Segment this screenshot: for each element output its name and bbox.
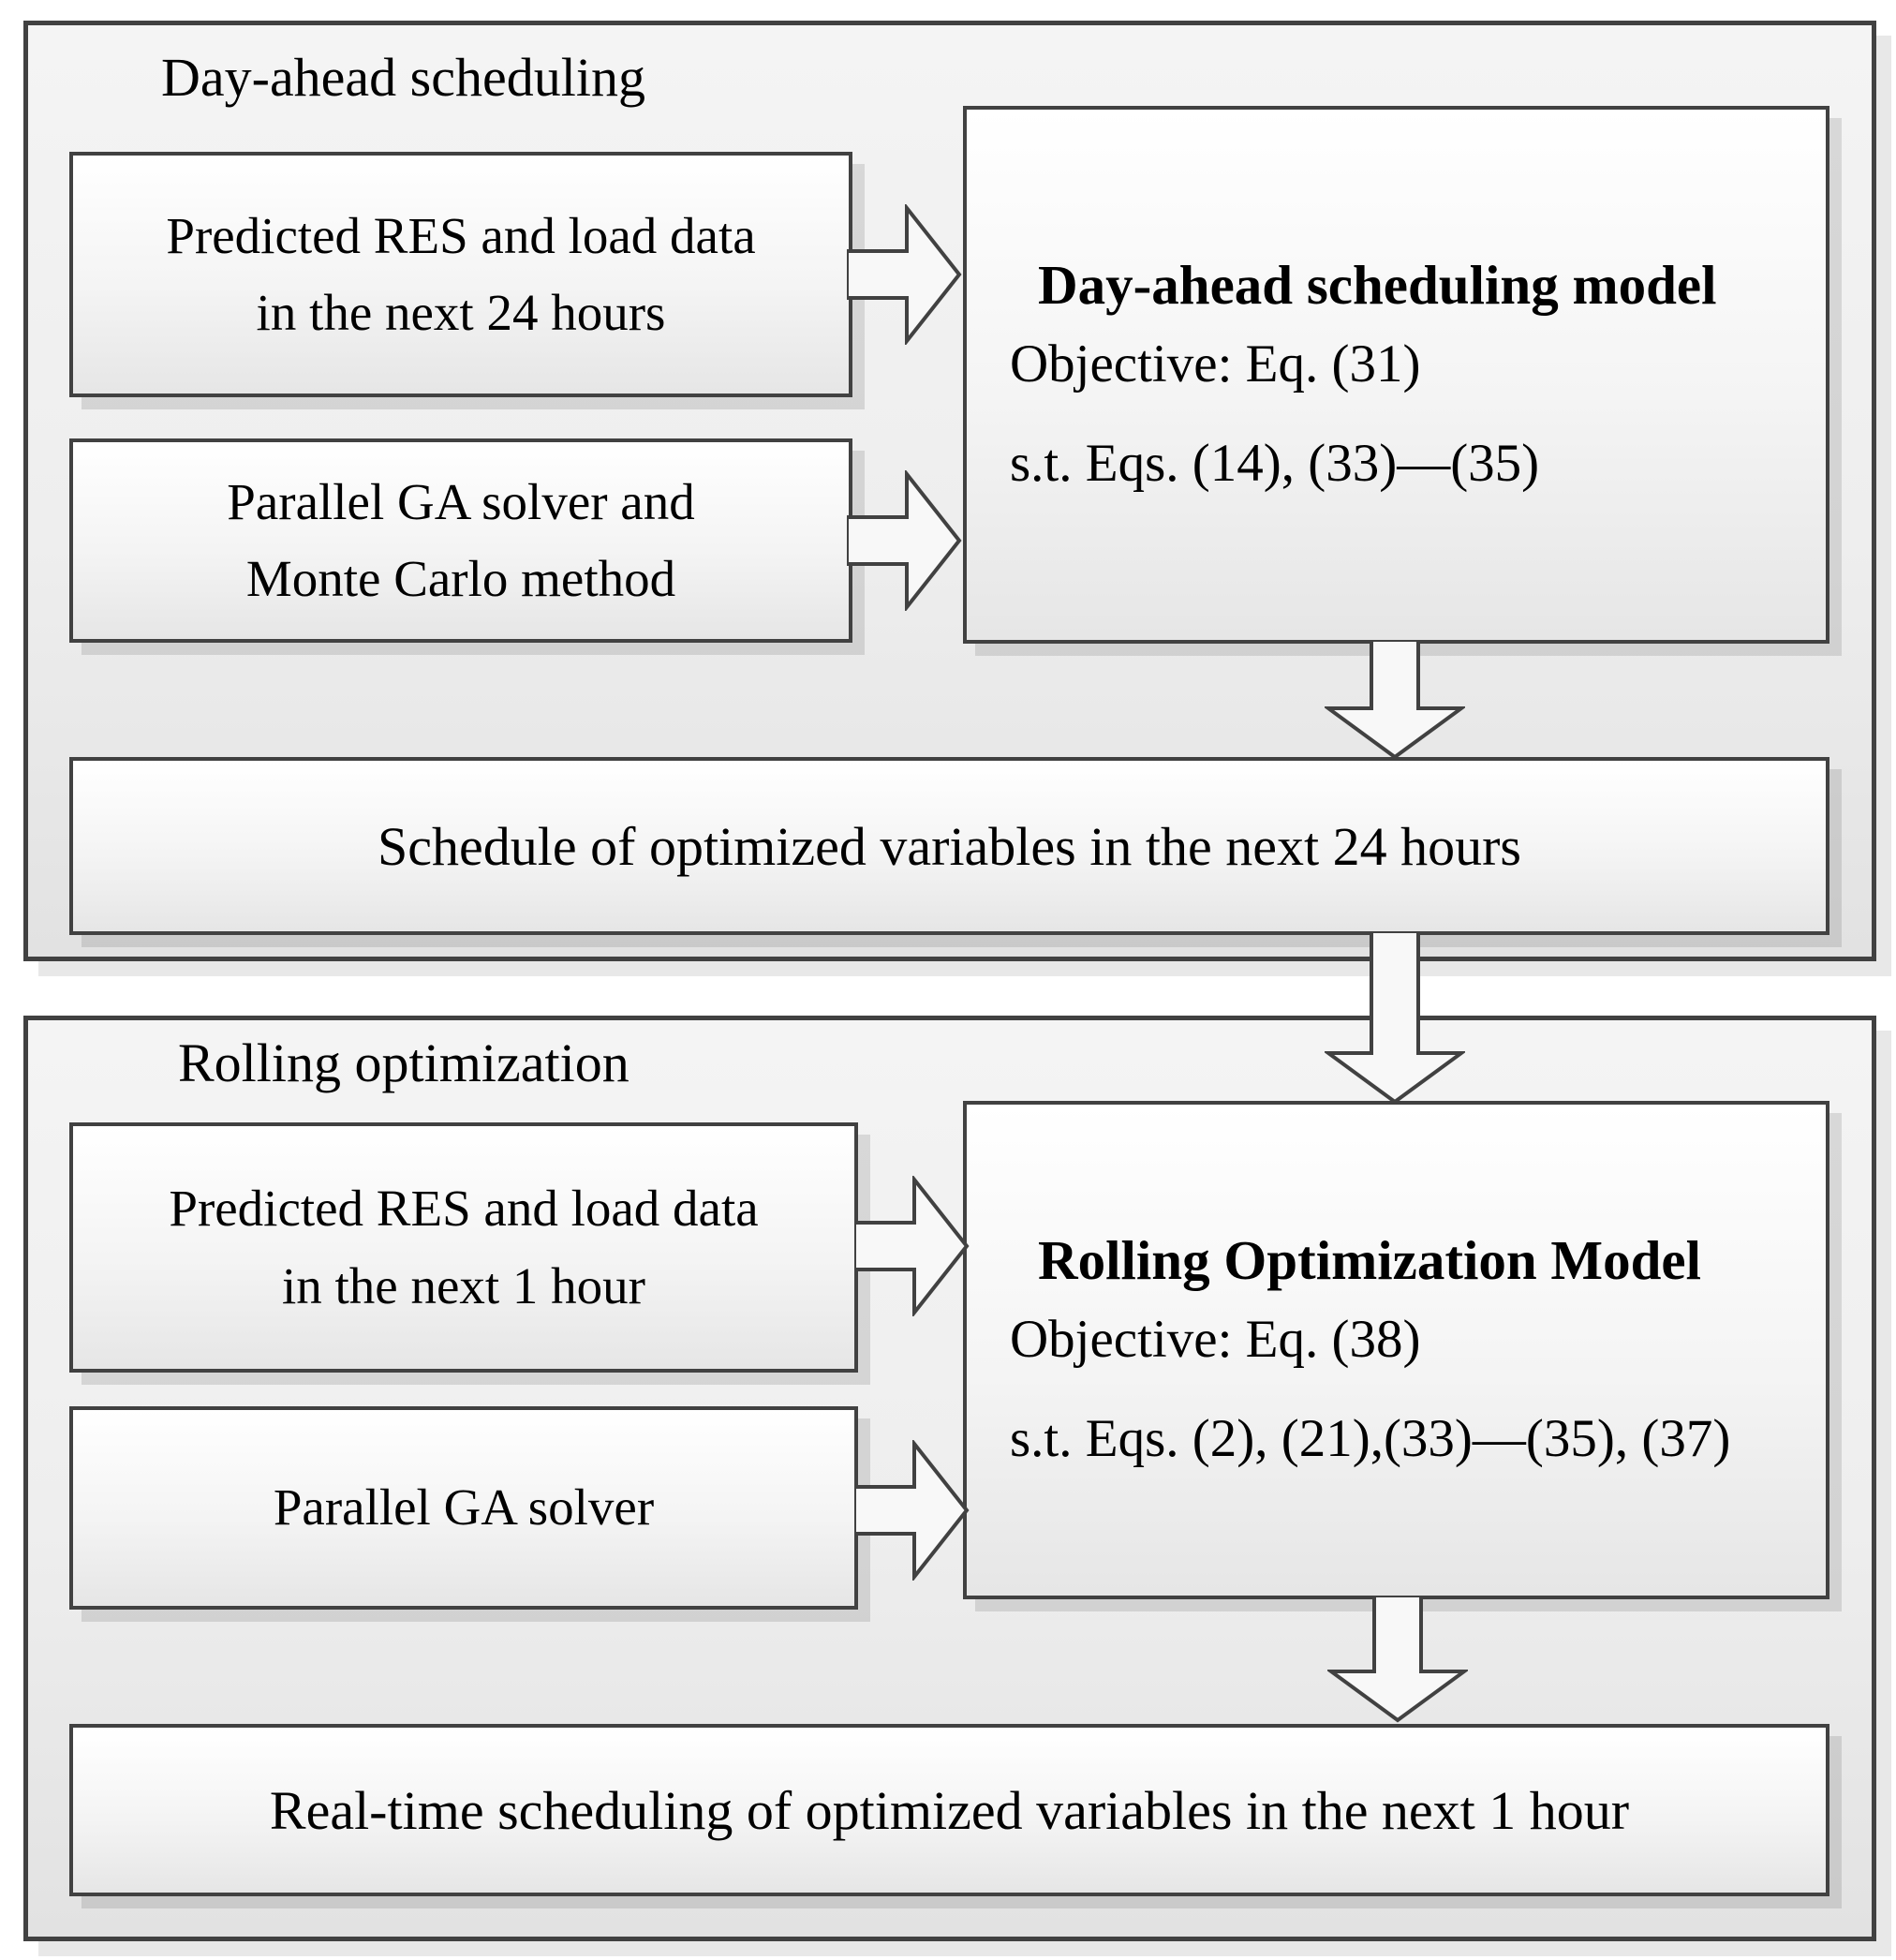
realtime-schedule-1h-output-text: Real-time scheduling of optimized variab… [269, 1779, 1630, 1841]
parallel-ga-solver-box: Parallel GA solver [69, 1406, 858, 1610]
rolling-optimization-model-box: Rolling Optimization Model Objective: Eq… [963, 1101, 1829, 1599]
day-ahead-model-objective: Objective: Eq. (31) [1010, 334, 1421, 393]
predicted-res-24h-line1: Predicted RES and load data [166, 206, 756, 264]
rolling-optimization-section-title: Rolling optimization [178, 1032, 630, 1093]
schedule-24h-output-box: Schedule of optimized variables in the n… [69, 757, 1829, 935]
realtime-schedule-1h-output-box: Real-time scheduling of optimized variab… [69, 1724, 1829, 1896]
day-ahead-model-constraints: s.t. Eqs. (14), (33)—(35) [1010, 433, 1540, 493]
parallel-ga-monte-carlo-box: Parallel GA solver and Monte Carlo metho… [69, 438, 852, 643]
arrow-down-model-to-schedule-icon [1325, 640, 1465, 760]
predicted-res-1h-line2: in the next 1 hour [282, 1256, 645, 1314]
arrow-right-gasolver-to-model-icon [854, 1440, 970, 1581]
arrow-right-predicted1h-to-model-icon [854, 1176, 970, 1316]
schedule-24h-output-text: Schedule of optimized variables in the n… [378, 815, 1521, 877]
parallel-ga-monte-carlo-line2: Monte Carlo method [245, 550, 676, 607]
rolling-optimization-model-constraints: s.t. Eqs. (2), (21),(33)—(35), (37) [1010, 1408, 1731, 1468]
day-ahead-model-box: Day-ahead scheduling model Objective: Eq… [963, 106, 1829, 644]
predicted-res-1h-box: Predicted RES and load data in the next … [69, 1122, 858, 1373]
parallel-ga-solver-line1: Parallel GA solver [273, 1478, 655, 1537]
arrow-right-predicted-to-model-icon [847, 204, 962, 345]
day-ahead-model-title: Day-ahead scheduling model [1038, 254, 1717, 317]
predicted-res-1h-line1: Predicted RES and load data [169, 1180, 759, 1237]
arrow-down-schedule-to-rolling-icon [1325, 931, 1465, 1105]
day-ahead-section-title: Day-ahead scheduling [161, 47, 645, 108]
arrow-down-model-to-realtime-icon [1327, 1596, 1468, 1723]
predicted-res-24h-line2: in the next 24 hours [256, 284, 666, 341]
arrow-right-solver-to-model-icon [847, 470, 962, 611]
predicted-res-24h-box: Predicted RES and load data in the next … [69, 152, 852, 397]
parallel-ga-monte-carlo-line1: Parallel GA solver and [227, 472, 695, 530]
rolling-optimization-model-title: Rolling Optimization Model [1038, 1229, 1701, 1292]
rolling-optimization-model-objective: Objective: Eq. (38) [1010, 1309, 1421, 1369]
